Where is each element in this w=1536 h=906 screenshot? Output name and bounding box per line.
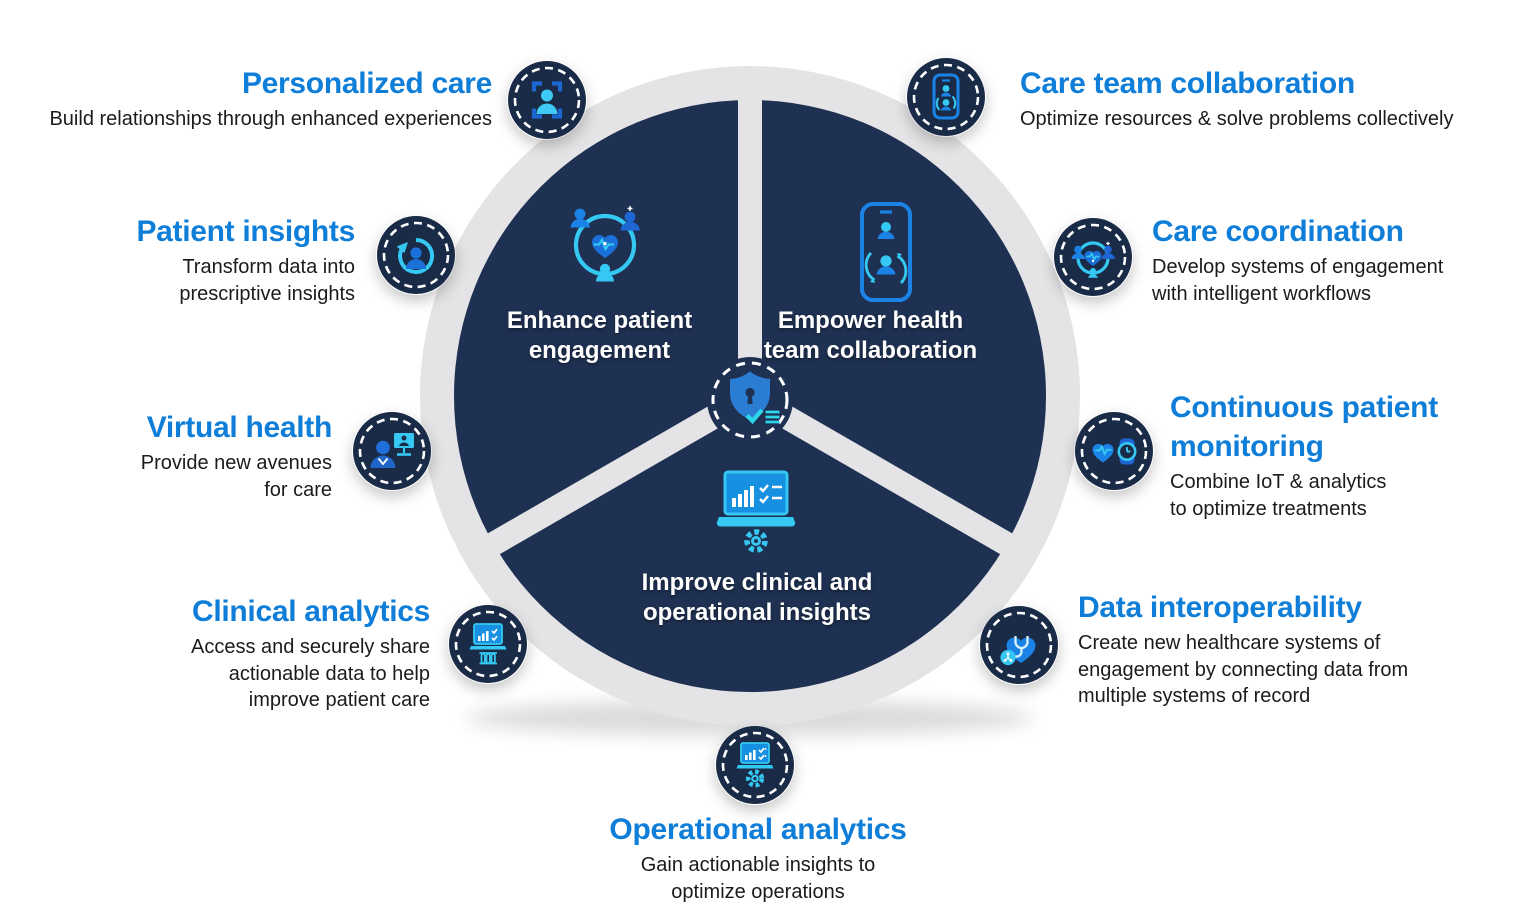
person-refresh-cycle-icon bbox=[376, 215, 456, 295]
item-title: Continuous patient monitoring bbox=[1170, 391, 1438, 463]
item-description: Transform data into prescriptive insight… bbox=[179, 256, 355, 305]
team-ring-heart-pulse-icon bbox=[1053, 217, 1133, 297]
phone-team-sync-icon bbox=[906, 57, 986, 137]
item-title: Care team collaboration bbox=[1020, 67, 1355, 100]
item-description: Access and securely share actionable dat… bbox=[190, 636, 430, 712]
item-data-interoperability: Data interoperability Create new healthc… bbox=[1078, 588, 1458, 710]
item-virtual-health: Virtual health Provide new avenues for c… bbox=[2, 408, 333, 503]
segment-label-improve-clinical-operational-insights: Improve clinical and operational insight… bbox=[641, 569, 873, 627]
security-shield-checklist-icon bbox=[705, 355, 795, 445]
person-focus-frame-icon bbox=[507, 60, 587, 140]
item-title: Operational analytics bbox=[609, 813, 907, 846]
item-description: Create new healthcare systems of engagem… bbox=[1078, 632, 1409, 708]
item-title: Care coordination bbox=[1152, 215, 1404, 248]
item-clinical-analytics: Clinical analytics Access and securely s… bbox=[90, 592, 430, 714]
phone-care-team-icon bbox=[851, 200, 921, 304]
item-description: Provide new avenues for care bbox=[140, 452, 332, 501]
item-title: Virtual health bbox=[146, 411, 333, 444]
item-continuous-patient-monitoring: Continuous patient monitoring Combine Io… bbox=[1170, 388, 1500, 522]
heart-pulse-smartwatch-icon bbox=[1074, 411, 1154, 491]
item-description: Gain actionable insights to optimize ope… bbox=[640, 854, 876, 903]
laptop-analytics-gear-icon bbox=[711, 467, 801, 557]
item-title: Clinical analytics bbox=[191, 595, 430, 628]
item-description: Optimize resources & solve problems coll… bbox=[1020, 108, 1454, 130]
item-description: Build relationships through enhanced exp… bbox=[49, 108, 492, 130]
laptop-chart-lab-tubes-icon bbox=[448, 604, 528, 684]
laptop-chart-gear-icon bbox=[715, 725, 795, 805]
item-personalized-care: Personalized care Build relationships th… bbox=[0, 64, 492, 133]
item-title: Data interoperability bbox=[1078, 591, 1362, 624]
patients-community-heart-icon bbox=[550, 188, 660, 298]
wheel-segment-dividers bbox=[477, 88, 1023, 561]
heart-stethoscope-network-icon bbox=[979, 605, 1059, 685]
segment-label-empower-health-team-collaboration: Empower health team collaboration bbox=[763, 307, 978, 365]
item-title: Personalized care bbox=[241, 67, 492, 100]
item-description: Develop systems of engagement with intel… bbox=[1152, 256, 1444, 305]
segment-label-enhance-patient-engagement: Enhance patient engagement bbox=[506, 307, 693, 365]
item-description: Combine IoT & analytics to optimize trea… bbox=[1170, 471, 1387, 520]
clinician-telehealth-monitor-icon bbox=[352, 411, 432, 491]
item-patient-insights: Patient insights Transform data into pre… bbox=[15, 212, 355, 307]
item-operational-analytics: Operational analytics Gain actionable in… bbox=[518, 810, 998, 905]
item-title: Patient insights bbox=[136, 215, 355, 248]
item-care-coordination: Care coordination Develop systems of eng… bbox=[1152, 212, 1492, 307]
item-care-team-collaboration: Care team collaboration Optimize resourc… bbox=[1020, 64, 1536, 133]
